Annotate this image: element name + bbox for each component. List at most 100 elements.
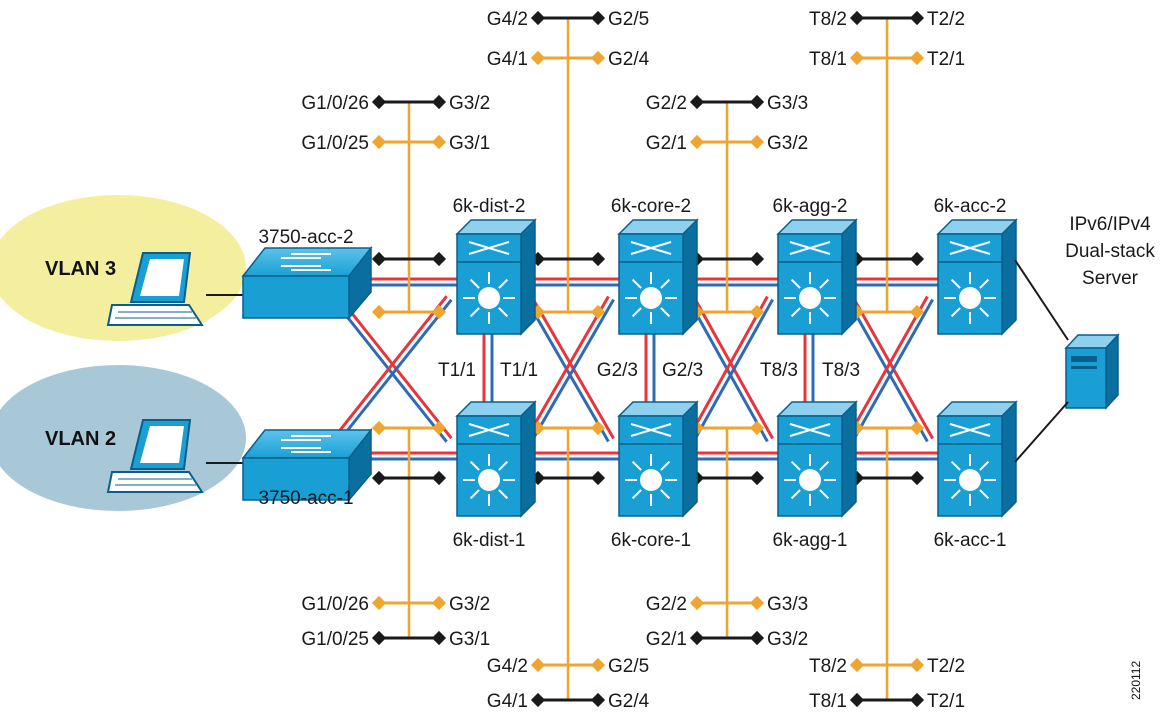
top-dist-core-row-1-left-port — [530, 50, 546, 66]
top-dist-core-row-1-left-label: G4/1 — [487, 49, 528, 70]
diag-down-0-ipv4-link — [530, 295, 615, 440]
bot-acc-dist-row-0-left-label: G1/0/26 — [301, 594, 369, 615]
bot-dist-core-row-1-right-port — [590, 692, 606, 708]
bot-core-agg-row-1-right-label: G3/2 — [767, 629, 808, 650]
bot-acc-dist-row-0-left-port — [371, 595, 387, 611]
acc2b-chassis-icon — [936, 218, 1018, 336]
top-acc-dist-row-1-right-port — [431, 134, 447, 150]
bot-acc-dist-row-1-right-label: G3/1 — [449, 629, 490, 650]
bot-agg-acc-row-0-right-port — [909, 657, 925, 673]
top-core-agg-row-1-right-port — [749, 134, 765, 150]
bot-core-agg-row-0-left-port — [689, 595, 705, 611]
top-dist-core-row-1-right-label: G2/4 — [608, 49, 650, 70]
top-agg-acc-row-0-left-port — [849, 10, 865, 26]
server-label-line2: Dual-stack — [1065, 241, 1155, 262]
bot-dist-core-row-0-left-label: G4/2 — [487, 656, 528, 677]
bundle-black-top-0-endpoint — [371, 251, 387, 267]
server-link-acc2 — [1014, 259, 1069, 341]
bundle-orange-bot-7-endpoint — [909, 420, 925, 436]
diag-up-2-ipv4-link — [846, 295, 929, 440]
top-agg-acc-row-1-right-label: T2/1 — [927, 49, 965, 70]
core2-chassis-icon — [617, 218, 699, 336]
core1-label: 6k-core-1 — [611, 530, 691, 551]
dist1-chassis-icon — [455, 400, 537, 518]
dist2-chassis-icon — [455, 218, 537, 336]
acc1-switch-icon — [241, 427, 373, 503]
bot-core-agg-row-0-right-label: G3/3 — [767, 594, 808, 615]
top-acc-dist-row-0-left-label: G1/0/26 — [301, 93, 369, 114]
bundle-black-bot-1-endpoint — [431, 470, 447, 486]
bundle-orange-top-4-endpoint — [749, 304, 765, 320]
acc1b-chassis-icon — [936, 400, 1018, 518]
laptop-icon-vlan2 — [106, 419, 204, 493]
top-core-agg-row-0-right-label: G3/3 — [767, 93, 808, 114]
acc2-dist1-diag-ipv4-link — [337, 295, 453, 440]
bot-agg-acc-row-1-right-port — [909, 692, 925, 708]
bot-core-agg-row-1-right-port — [749, 630, 765, 646]
bundle-orange-bot-1-endpoint — [371, 420, 387, 436]
laptop-icon-vlan3 — [106, 252, 204, 326]
acc2b-label: 6k-acc-2 — [934, 196, 1007, 217]
bundle-black-top-6-endpoint — [909, 251, 925, 267]
bot-dist-core-row-1-left-port — [530, 692, 546, 708]
acc1-label: 3750-acc-1 — [258, 488, 353, 509]
server-icon — [1064, 333, 1120, 410]
diag-down-0-ipv6-link — [525, 298, 610, 443]
acc1b-label: 6k-acc-1 — [934, 530, 1007, 551]
bundle-orange-bot-1-endpoint — [431, 420, 447, 436]
diag-up-2-ipv6-link — [851, 298, 934, 443]
acc2-label: 3750-acc-2 — [258, 227, 353, 248]
top-agg-acc-row-0-left-label: T8/2 — [809, 9, 847, 30]
bot-acc-dist-row-1-right-port — [431, 630, 447, 646]
acc1-dist2-diag-ipv6-link — [337, 298, 453, 443]
top-acc-dist-row-1-left-port — [371, 134, 387, 150]
bot-acc-dist-row-0-right-port — [431, 595, 447, 611]
bot-dist-core-row-1-right-label: G2/4 — [608, 691, 650, 712]
bundle-orange-top-2-endpoint — [590, 304, 606, 320]
bot-agg-acc-row-0-left-label: T8/2 — [809, 656, 847, 677]
top-dist-core-row-1-right-port — [590, 50, 606, 66]
bundle-orange-bot-5-endpoint — [749, 420, 765, 436]
top-dist-core-row-0-right-label: G2/5 — [608, 9, 649, 30]
vlan2-label: VLAN 2 — [45, 428, 116, 450]
acc2-switch-icon — [241, 245, 373, 321]
bot-agg-acc-row-1-left-port — [849, 692, 865, 708]
top-agg-acc-row-0-right-label: T2/2 — [927, 9, 965, 30]
top-core-agg-row-1-right-label: G3/2 — [767, 133, 808, 154]
bot-core-agg-row-0-right-port — [749, 595, 765, 611]
dist2-label: 6k-dist-2 — [453, 196, 526, 217]
top-acc-dist-row-1-left-label: G1/0/25 — [301, 133, 369, 154]
top-agg-acc-row-1-left-label: T8/1 — [809, 49, 847, 70]
agg1-chassis-icon — [776, 400, 858, 518]
diag-up-0-ipv4-link — [525, 295, 610, 440]
diag-up-1-ipv6-link — [692, 298, 774, 443]
bot-core-agg-row-0-left-label: G2/2 — [646, 594, 687, 615]
figure-id: 220112 — [1129, 661, 1143, 700]
acc2-dist1-diag-ipv6-link — [332, 298, 448, 443]
diag-up-1-ipv4-link — [687, 295, 769, 440]
acc1-dist2-diag-ipv4-link — [332, 295, 448, 440]
bot-dist-core-row-0-right-label: G2/5 — [608, 656, 649, 677]
top-agg-acc-row-0-right-port — [909, 10, 925, 26]
device-layer — [241, 218, 1018, 518]
core-interlink-left: G2/3 — [597, 360, 638, 381]
top-acc-dist-row-1-right-label: G3/1 — [449, 133, 490, 154]
core2-label: 6k-core-2 — [611, 196, 691, 217]
dist1-label: 6k-dist-1 — [453, 530, 526, 551]
top-agg-acc-row-1-left-port — [849, 50, 865, 66]
top-dist-core-row-0-right-port — [590, 10, 606, 26]
top-core-agg-row-1-left-label: G2/1 — [646, 133, 687, 154]
top-acc-dist-row-0-right-label: G3/2 — [449, 93, 490, 114]
top-core-agg-row-1-left-port — [689, 134, 705, 150]
top-dist-core-row-0-left-port — [530, 10, 546, 26]
top-dist-core-row-0-left-label: G4/2 — [487, 9, 528, 30]
dist-interlink-left: T1/1 — [438, 360, 476, 381]
dist-interlink-right: T1/1 — [500, 360, 538, 381]
bot-core-agg-row-1-left-port — [689, 630, 705, 646]
bot-agg-acc-row-1-left-label: T8/1 — [809, 691, 847, 712]
top-core-agg-row-0-right-port — [749, 94, 765, 110]
link-layer — [306, 18, 970, 700]
vlan3-label: VLAN 3 — [45, 258, 116, 280]
top-core-agg-row-0-left-port — [689, 94, 705, 110]
